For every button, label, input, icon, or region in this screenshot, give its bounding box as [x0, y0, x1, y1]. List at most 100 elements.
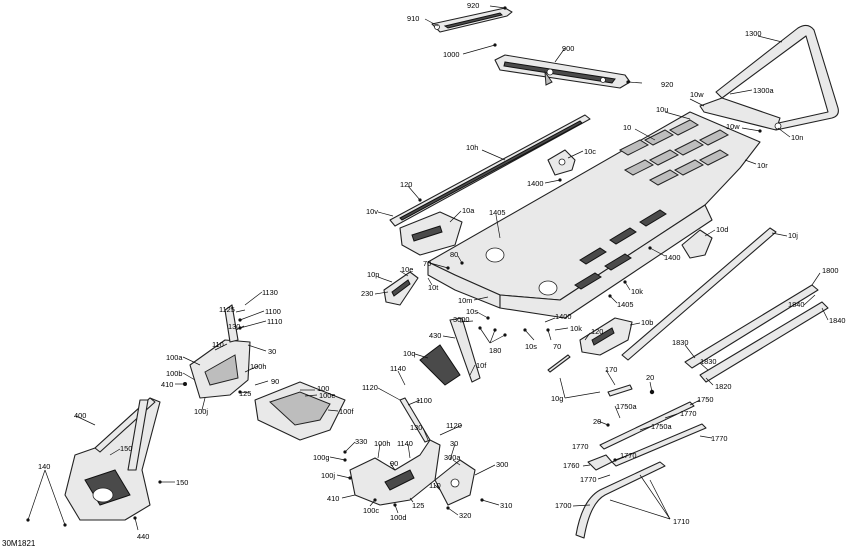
callout-label: 1840 — [788, 300, 804, 309]
callout-label: 1125 — [219, 305, 235, 314]
callout-label: 100j — [321, 471, 335, 480]
callout-label: 1120 — [446, 421, 462, 430]
callout-label: 10k — [631, 287, 643, 296]
part-100c-lower-frame — [349, 397, 441, 506]
callout-label: 10d — [716, 225, 728, 234]
part-10h-rail — [389, 114, 591, 227]
callout-label: 100e — [319, 391, 335, 400]
callout-label: 100f — [339, 407, 354, 416]
callout-label: 1130 — [262, 288, 278, 297]
callout-label: 410 — [161, 380, 173, 389]
callout-label: 320 — [459, 511, 471, 520]
callout-label: 1750 — [697, 395, 713, 404]
callout-label: 1405 — [489, 208, 505, 217]
callout-label: 90 — [390, 459, 398, 468]
callout-label: 1820 — [715, 382, 731, 391]
part-1760-bracket — [587, 454, 613, 471]
callout-label: 100a — [166, 353, 183, 362]
callout-label: 140 — [38, 462, 50, 471]
part-300-bracket — [434, 459, 476, 506]
callout-label: 10a — [462, 206, 475, 215]
callout-label: 920 — [661, 80, 673, 89]
callout-label: 20 — [646, 373, 654, 382]
callout-label: 100j — [194, 407, 208, 416]
part-1800-rail — [684, 284, 829, 383]
callout-label: 10v — [366, 207, 378, 216]
part-3000-arm — [449, 317, 481, 383]
part-1300-rear-bumper — [699, 24, 839, 131]
callout-label: 1120 — [362, 383, 378, 392]
callout-label: 400 — [74, 411, 86, 420]
callout-label: 1110 — [267, 317, 282, 326]
callout-label: 10e — [401, 265, 413, 274]
callout-label: 1400 — [664, 253, 680, 262]
part-910-bracket — [431, 7, 513, 33]
callout-label: 10c — [584, 147, 596, 156]
part-10q-panel — [419, 344, 461, 386]
callout-label: 1830 — [700, 357, 716, 366]
callout-labels: 920 910 1000 900 920 1300 1300a 10w 10u … — [38, 1, 845, 541]
part-900-bracket — [494, 54, 631, 89]
callout-label: 1760 — [563, 461, 579, 470]
part-400-front-frame — [64, 397, 161, 521]
callout-label: 10s — [466, 307, 478, 316]
callout-label: 10n — [791, 133, 803, 142]
callout-label: 1405 — [617, 300, 633, 309]
part-170-bar — [607, 384, 633, 397]
tunnel-cutouts-side — [574, 209, 667, 290]
part-1750-rail — [599, 401, 707, 467]
callout-label: 10u — [656, 105, 668, 114]
callout-label: 10w — [726, 122, 740, 131]
callout-label: 10f — [476, 361, 487, 370]
callout-label: 920 — [467, 1, 479, 10]
callout-label: 910 — [407, 14, 419, 23]
callout-label: 170 — [605, 365, 617, 374]
part-10b-bracket — [579, 317, 633, 356]
callout-label: 1100 — [265, 307, 281, 316]
callout-label: 110 — [429, 481, 441, 490]
figure-reference-code: 30M1821 — [2, 539, 36, 548]
callout-label: 80 — [450, 250, 458, 259]
part-100-steering-support — [189, 304, 251, 399]
callout-label: 300a — [444, 453, 461, 462]
callout-label: 10r — [757, 161, 768, 170]
callout-label: 1000 — [443, 50, 459, 59]
callout-label: 100d — [390, 513, 406, 522]
callout-label: 1300 — [745, 29, 761, 38]
callout-label: 10h — [466, 143, 478, 152]
callout-label: 130 — [228, 322, 240, 331]
part-10j-rail — [621, 227, 777, 361]
part-10a-bracket — [399, 211, 463, 256]
callout-label: 10t — [428, 283, 438, 292]
part-10c-bracket — [547, 149, 576, 176]
callout-label: 110 — [212, 340, 224, 349]
callout-label: 3000 — [453, 315, 469, 324]
callout-label: 430 — [429, 331, 441, 340]
callout-label: 1400 — [527, 179, 543, 188]
callout-label: 90 — [271, 377, 279, 386]
part-10d-bracket — [681, 229, 713, 259]
callout-label: 100b — [166, 369, 182, 378]
callout-label: 1830 — [672, 338, 688, 347]
part-100e-panel — [254, 381, 346, 441]
callout-label: 10j — [788, 231, 798, 240]
callout-label: 1770 — [580, 475, 596, 484]
callout-label: 900 — [562, 44, 574, 53]
callout-label: 150 — [176, 478, 188, 487]
callout-label: 20 — [593, 417, 601, 426]
callout-label: 125 — [239, 389, 251, 398]
callout-label: 10p — [367, 270, 379, 279]
callout-label: 70 — [423, 259, 431, 268]
part-1700-slide — [575, 461, 666, 539]
callout-label: 120 — [400, 180, 412, 189]
callout-label: 10w — [690, 90, 704, 99]
callout-label: 10 — [623, 123, 631, 132]
callout-label: 30 — [268, 347, 276, 356]
callout-label: 310 — [500, 501, 512, 510]
callout-label: 230 — [361, 289, 373, 298]
callout-label: 410 — [327, 494, 339, 503]
callout-label: 1100 — [416, 396, 432, 405]
callout-label: 1140 — [390, 364, 406, 373]
callout-label: 100 — [317, 384, 329, 393]
